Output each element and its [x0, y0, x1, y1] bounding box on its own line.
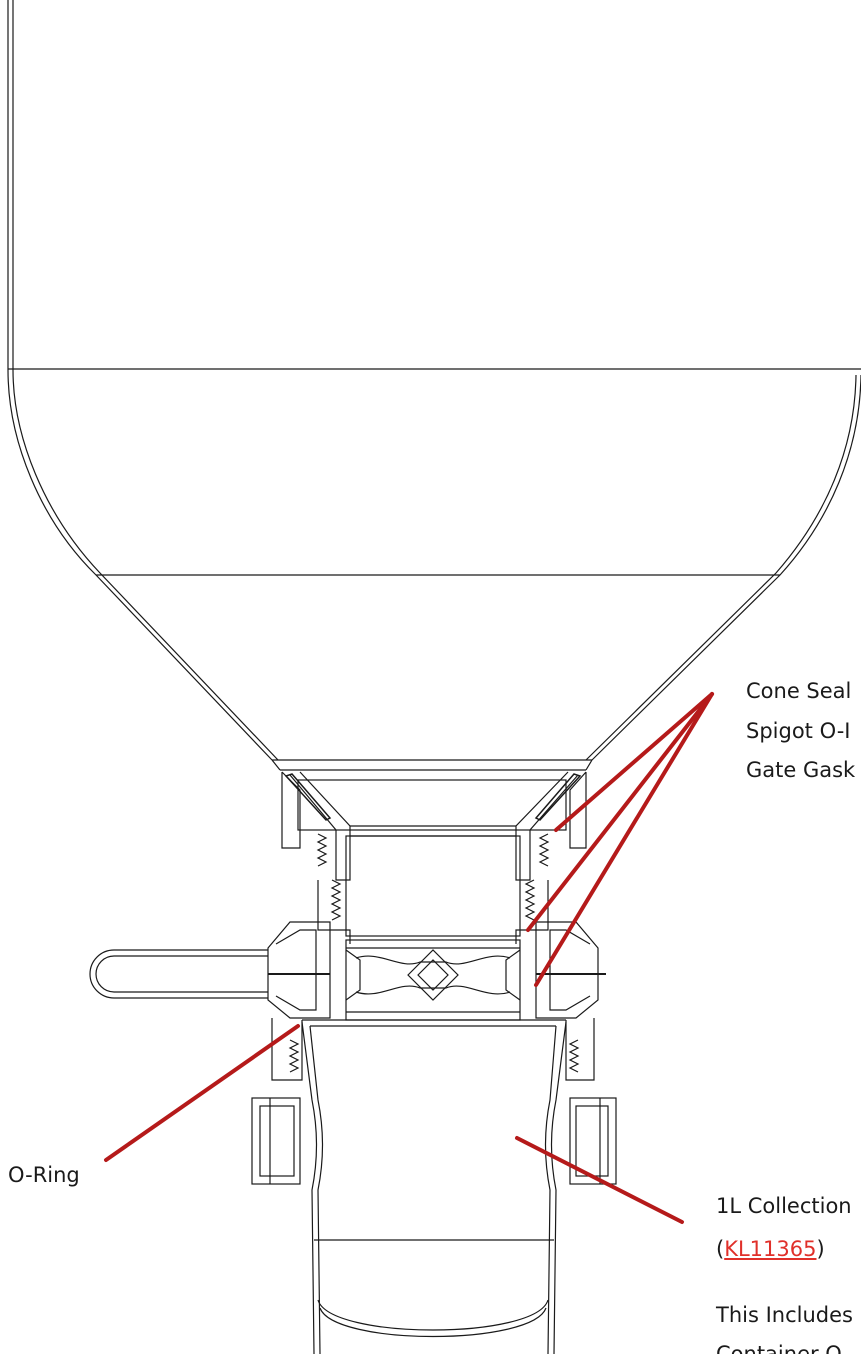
leader-o-ring: [104, 1024, 300, 1162]
label-gate-gasket: Gate Gask: [746, 758, 856, 782]
label-part-number: (KL11365): [716, 1239, 825, 1260]
cone-coupling: [281, 771, 587, 944]
part-paren-close: ): [816, 1237, 825, 1261]
leader-cone-seal: [554, 692, 714, 832]
gate-valve: [89, 921, 606, 1021]
leader-lines: [104, 692, 714, 1224]
leader-spigot-oring: [526, 692, 714, 932]
leader-gate-gasket: [534, 692, 714, 987]
label-collection: 1L Collection: [716, 1194, 852, 1218]
part-paren-open: (: [716, 1237, 725, 1261]
label-cone-seal: Cone Seal: [746, 679, 852, 703]
leader-collection: [515, 1136, 684, 1224]
label-includes: This Includes: [716, 1303, 853, 1327]
collection-bottle: [251, 1018, 617, 1354]
label-container: Container O: [716, 1342, 842, 1354]
label-o-ring: O-Ring: [8, 1163, 80, 1187]
part-link[interactable]: KL11365: [724, 1237, 817, 1261]
label-spigot-oring: Spigot O-I: [746, 719, 851, 743]
tank-outline: [7, 0, 861, 771]
